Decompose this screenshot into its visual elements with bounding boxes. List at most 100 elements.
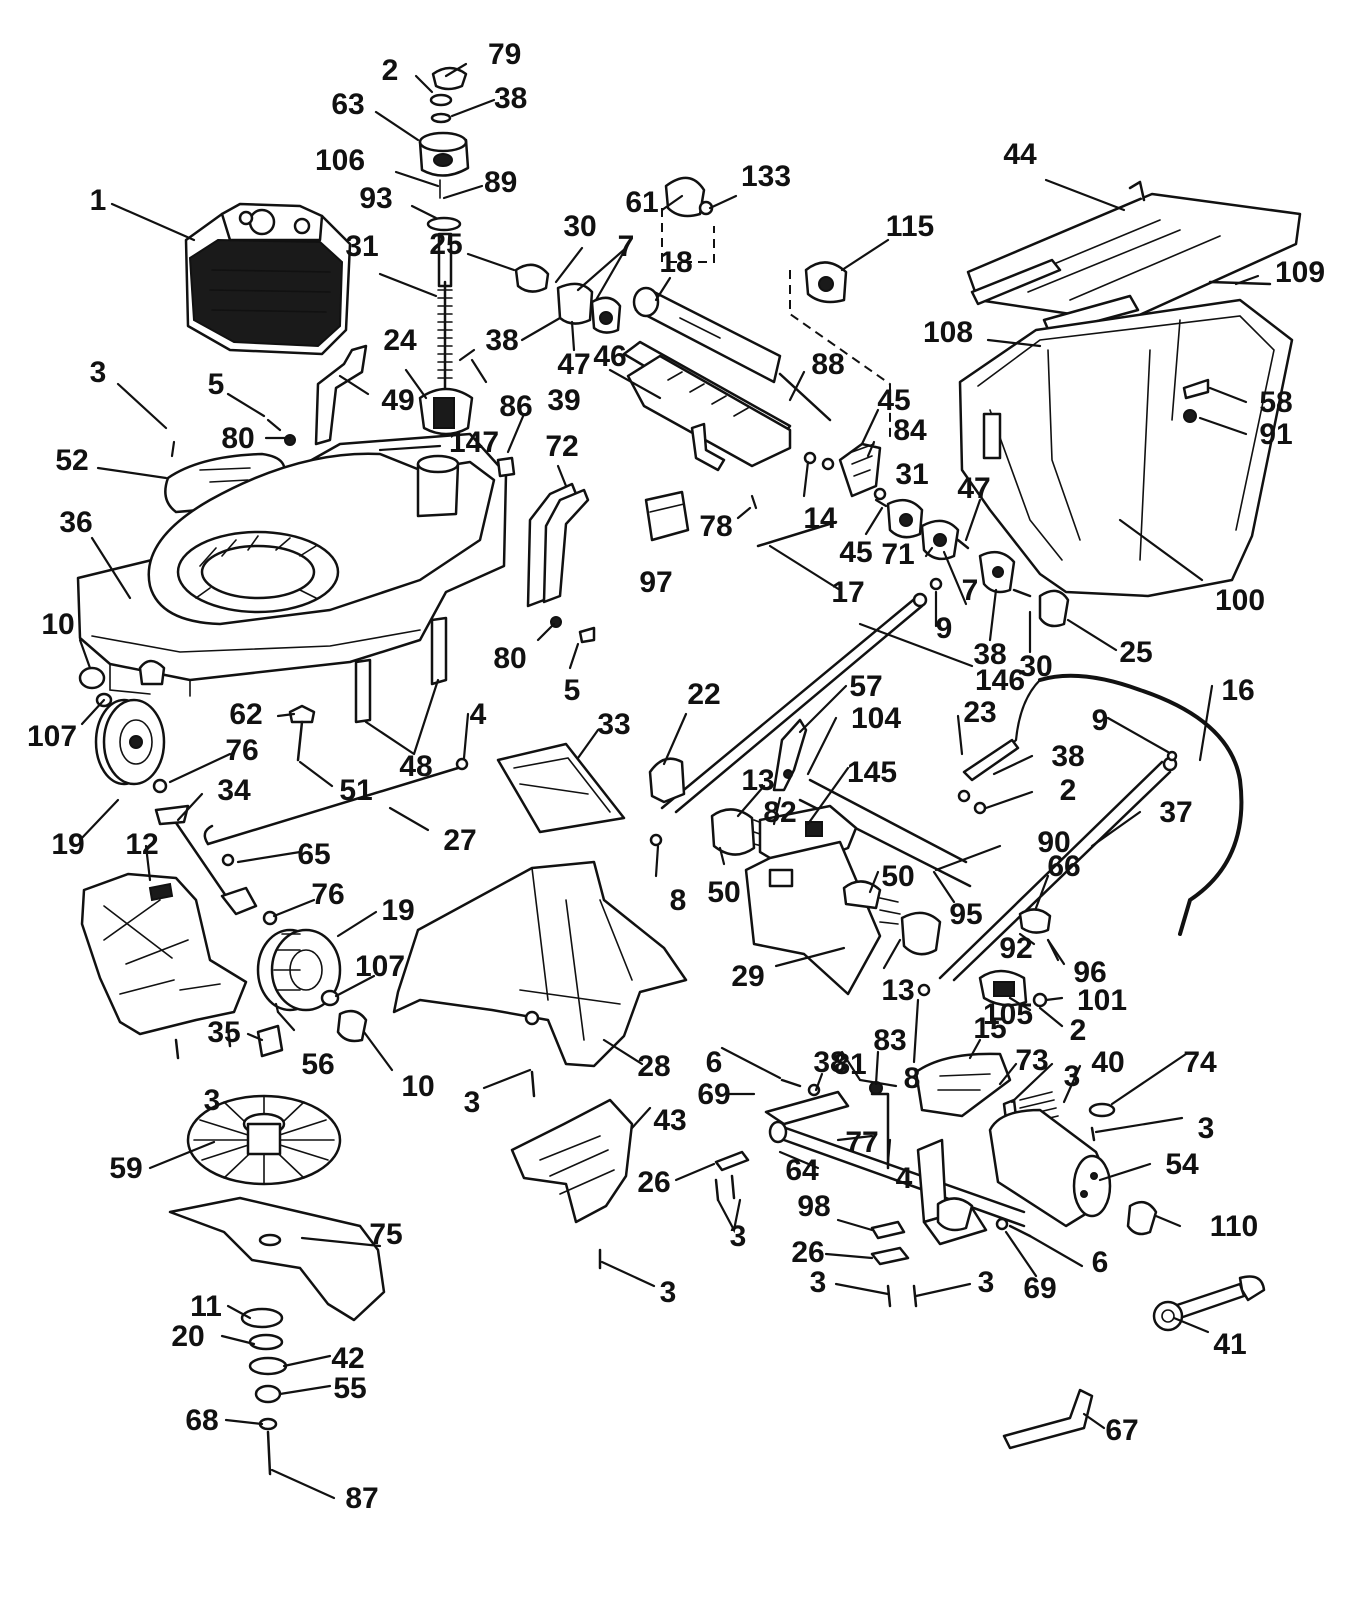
bracket-43: [510, 1098, 634, 1224]
bolt-6b: [1008, 1224, 1032, 1238]
screw-3a: [170, 440, 176, 458]
screw-3d: [226, 1026, 232, 1048]
grass-bag-latches: [661, 176, 891, 440]
callout-109: 109: [1275, 256, 1325, 289]
callout-2-b: 2: [1060, 774, 1077, 807]
callout-25: 25: [429, 228, 462, 261]
callout-108: 108: [923, 316, 973, 349]
screw-3c: [174, 1038, 180, 1060]
callout-62: 62: [229, 698, 262, 731]
callout-36: 36: [59, 506, 92, 539]
clip-26b: [870, 1246, 910, 1266]
cable-16: [1038, 673, 1244, 936]
callout-133: 133: [741, 160, 791, 193]
callout-72: 72: [545, 430, 578, 463]
callout-76-b: 76: [311, 878, 344, 911]
rear-lever-34: [154, 804, 258, 916]
callout-82: 82: [763, 796, 796, 829]
callout-146: 146: [975, 664, 1025, 697]
washer-69b: [995, 1217, 1009, 1231]
callout-98: 98: [797, 1190, 830, 1223]
callout-37: 37: [1159, 796, 1192, 829]
drive-housing-29: [710, 804, 942, 996]
callout-3-d: 3: [204, 1084, 221, 1117]
callout-59: 59: [109, 1152, 142, 1185]
callout-28: 28: [637, 1050, 670, 1083]
rear-wheel-19: [256, 928, 342, 1012]
callout-13: 13: [741, 764, 774, 797]
callout-55: 55: [333, 1372, 366, 1405]
callout-38: 38: [494, 82, 527, 115]
callout-1: 1: [90, 184, 107, 217]
switch-box-66: [978, 908, 1060, 1008]
callout-65: 65: [297, 838, 330, 871]
callout-87: 87: [345, 1482, 378, 1515]
height-collar-core: [433, 397, 455, 429]
screw-3k: [1090, 1126, 1096, 1142]
callout-20: 20: [171, 1320, 204, 1353]
rod-104: [808, 778, 968, 864]
callout-101: 101: [1077, 984, 1127, 1017]
callout-34: 34: [217, 774, 251, 807]
callout-76: 76: [225, 734, 258, 767]
callout-26: 26: [637, 1166, 670, 1199]
callout-7-b: 7: [962, 574, 979, 607]
callout-6-b: 6: [1092, 1246, 1109, 1279]
callout-56: 56: [301, 1048, 334, 1081]
mower-deck: [76, 432, 508, 724]
callout-88: 88: [811, 348, 844, 381]
axle-rod-27-hook: [203, 824, 214, 846]
callout-labels: 79 2 38 63 106 89 93 1 25 31 30 7 61 133…: [27, 38, 1325, 1515]
callout-50-b: 50: [881, 860, 914, 893]
callout-3-f: 3: [730, 1220, 747, 1253]
callout-2: 2: [382, 54, 399, 87]
callout-7: 7: [618, 230, 635, 263]
callout-9-b: 9: [1092, 704, 1109, 737]
bearing-45a: [821, 457, 835, 471]
grass-bag: [958, 180, 1302, 598]
screw-5b: [578, 626, 596, 644]
axle-rod-27-end: [455, 757, 469, 771]
motor-54: [988, 1091, 1158, 1236]
blade-75: [168, 1196, 386, 1322]
screw-3h: [730, 1174, 736, 1200]
callout-12: 12: [125, 828, 158, 861]
callout-93: 93: [359, 182, 392, 215]
callout-18: 18: [659, 246, 692, 279]
screw-3e: [530, 1070, 536, 1098]
callout-4: 4: [470, 698, 487, 731]
callout-5-b: 5: [564, 674, 581, 707]
front-wheel-assembly: [78, 666, 166, 786]
callout-81: 81: [833, 1048, 866, 1081]
callout-48: 48: [399, 750, 432, 783]
callout-38-d: 38: [1051, 740, 1084, 773]
callout-106: 106: [315, 144, 365, 177]
washer-76a: [152, 778, 168, 794]
callout-147: 147: [449, 426, 499, 459]
callout-57: 57: [849, 670, 882, 703]
pin-86: [458, 348, 476, 362]
callout-50: 50: [707, 876, 740, 909]
callout-145: 145: [847, 756, 897, 789]
callout-10: 10: [41, 608, 74, 641]
callout-14: 14: [803, 502, 837, 535]
callout-39: 39: [547, 384, 580, 417]
callout-86: 86: [499, 390, 532, 423]
callout-66: 66: [1047, 850, 1080, 883]
callout-11: 11: [190, 1290, 222, 1323]
callout-67: 67: [1105, 1414, 1138, 1447]
bolt-6a: [780, 1078, 802, 1088]
bolt-23: [962, 738, 1020, 782]
callout-25-b: 25: [1119, 636, 1152, 669]
callout-104: 104: [851, 702, 901, 735]
screw-3g: [714, 1178, 720, 1202]
callout-77: 77: [845, 1126, 878, 1159]
callout-13-b: 13: [881, 974, 914, 1007]
callout-44: 44: [1003, 138, 1037, 171]
clip-26a: [714, 1150, 750, 1172]
callout-3-i: 3: [660, 1276, 677, 1309]
washer-8b: [917, 983, 931, 997]
callout-45-b: 45: [839, 536, 872, 569]
callout-16: 16: [1221, 674, 1254, 707]
